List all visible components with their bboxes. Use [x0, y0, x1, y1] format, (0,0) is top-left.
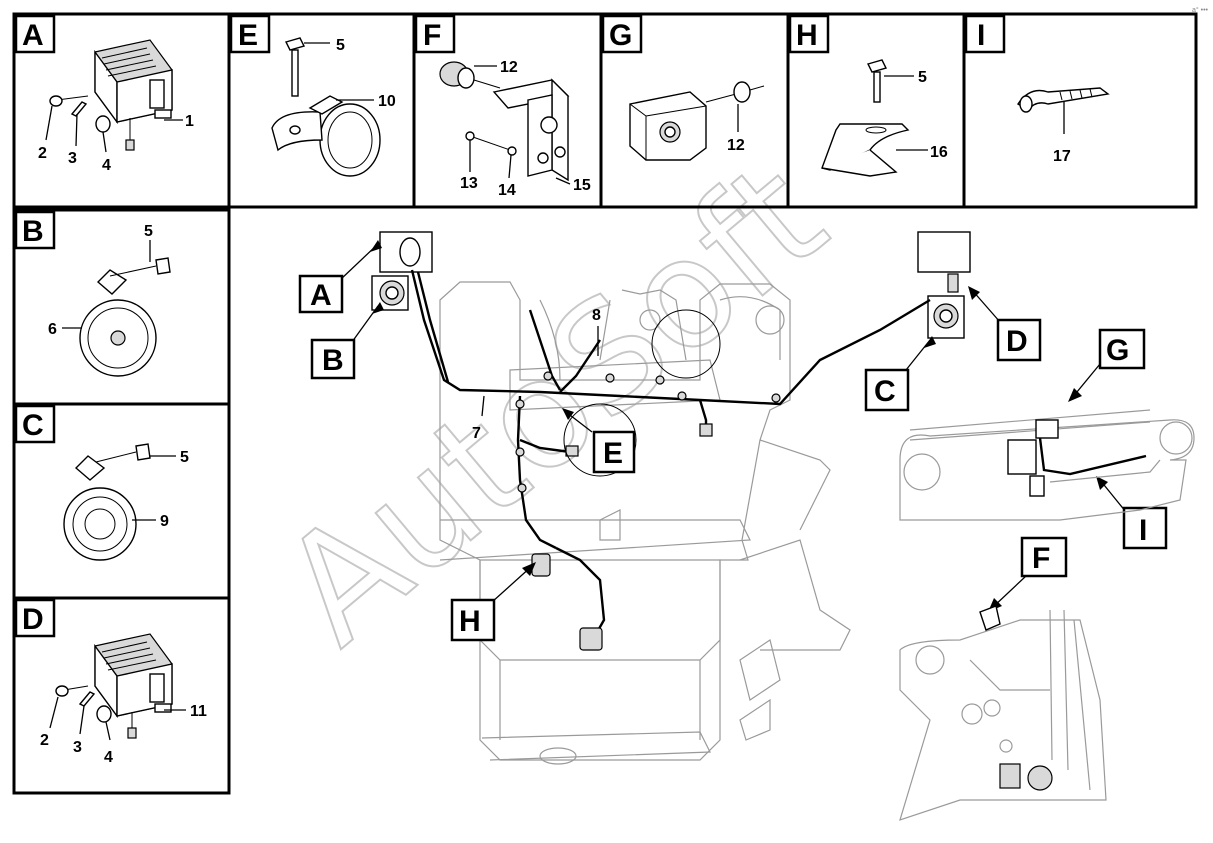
- cable-tie-illustration: [1017, 87, 1110, 113]
- top-panels-frame: [12, 12, 1198, 209]
- svg-text:B: B: [322, 344, 344, 377]
- plate-illustration: [821, 59, 910, 177]
- callout-b-5: 5: [144, 223, 153, 240]
- main-tag-d: D: [968, 286, 1042, 362]
- cover-illustration: [629, 81, 765, 161]
- callout-h-16: 16: [930, 144, 948, 161]
- callout-f-14: 14: [498, 182, 516, 199]
- callout-main-7: 7: [472, 425, 481, 442]
- callout-main-8: 8: [592, 307, 601, 324]
- callout-d-2: 2: [40, 732, 49, 749]
- callout-d-11: 11: [190, 703, 207, 720]
- relay-mount-right: [917, 231, 971, 273]
- panel-b: B 5 6: [14, 210, 171, 377]
- callout-f-13: 13: [460, 175, 478, 192]
- callout-e-5: 5: [336, 37, 345, 54]
- panel-e: E 5 10: [229, 14, 396, 177]
- main-frame-assembly: [371, 231, 971, 765]
- main-tag-e: E: [562, 408, 636, 474]
- relay-illustration: [49, 39, 173, 151]
- connector: [579, 627, 603, 651]
- corner-mark: a° •••: [1192, 6, 1209, 14]
- boom-detail-view: [899, 409, 1195, 521]
- callout-f-15: 15: [573, 177, 591, 194]
- panel-a-tag: A: [22, 19, 44, 52]
- svg-text:D: D: [1006, 325, 1028, 358]
- panel-b-tag: B: [22, 215, 44, 248]
- callout-c-5: 5: [180, 449, 189, 466]
- main-tag-c: C: [864, 336, 936, 412]
- horn-illustration: [79, 257, 171, 377]
- bolt-illustration: [284, 37, 306, 97]
- main-tag-a: A: [298, 240, 382, 314]
- panel-g: G 12: [601, 14, 765, 161]
- bracket-illustration: [439, 61, 570, 182]
- svg-text:H: H: [459, 605, 481, 638]
- callout-c-9: 9: [160, 513, 169, 530]
- callout-a-3: 3: [68, 150, 77, 167]
- callout-e-10: 10: [378, 93, 396, 110]
- main-tag-g: G: [1068, 328, 1146, 402]
- clamp-illustration: [271, 95, 381, 177]
- callout-f-12: 12: [500, 59, 518, 76]
- left-panels-frame: [12, 208, 231, 795]
- callout-d-4: 4: [104, 749, 113, 766]
- main-tag-b: B: [310, 302, 384, 380]
- panel-f-tag: F: [423, 19, 441, 52]
- panel-h: H 5 16: [788, 14, 948, 177]
- callout-b-6: 6: [48, 321, 57, 338]
- horn-illustration: [63, 443, 151, 561]
- callout-d-3: 3: [73, 739, 82, 756]
- panel-g-tag: G: [609, 19, 632, 52]
- callout-i-17: 17: [1053, 148, 1071, 165]
- svg-text:A: A: [310, 279, 332, 312]
- callout-g-12: 12: [727, 137, 745, 154]
- panel-c: C 5 9: [14, 404, 189, 561]
- svg-text:F: F: [1032, 542, 1050, 575]
- main-tag-h: H: [450, 562, 536, 642]
- panel-i-tag: I: [977, 19, 985, 52]
- main-tag-i: I: [1096, 476, 1168, 550]
- panel-d: D 11 2 3 4: [14, 598, 207, 766]
- wiring-harness-7: [410, 269, 931, 406]
- frame-detail-view: [899, 605, 1107, 821]
- relay-illustration: [55, 633, 173, 739]
- panel-f: F 12 13 14 15: [414, 14, 591, 199]
- panel-e-tag: E: [238, 19, 258, 52]
- panel-i: I 17: [964, 14, 1110, 165]
- panel-c-tag: C: [22, 409, 44, 442]
- callout-a-2: 2: [38, 145, 47, 162]
- callout-a-1: 1: [185, 113, 194, 130]
- svg-text:C: C: [874, 375, 896, 408]
- callout-h-5: 5: [918, 69, 927, 86]
- svg-text:G: G: [1106, 334, 1129, 367]
- svg-text:I: I: [1139, 514, 1147, 547]
- panel-h-tag: H: [796, 19, 818, 52]
- main-tag-f: F: [988, 536, 1068, 612]
- panel-a: A 1 2 3 4: [14, 14, 194, 174]
- svg-text:E: E: [603, 437, 623, 470]
- panel-d-tag: D: [22, 603, 44, 636]
- callout-a-4: 4: [102, 157, 111, 174]
